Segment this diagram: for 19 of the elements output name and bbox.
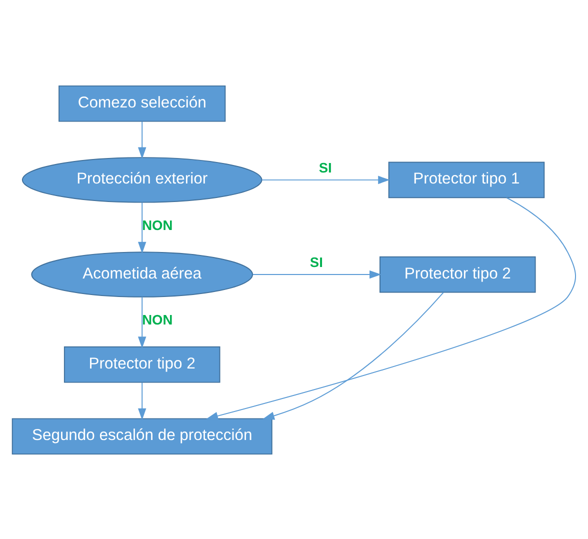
arrow [262, 291, 444, 420]
node-box: Protector tipo 2 [64, 346, 220, 382]
arrow [261, 175, 390, 184]
node-box: Protector tipo 1 [388, 161, 545, 198]
edge-label: NON [142, 312, 173, 328]
arrow [252, 270, 382, 278]
node-box: Protector tipo 2 [379, 256, 536, 292]
node-ellipse: Acometida aérea [31, 251, 254, 297]
arrow [206, 196, 576, 420]
node-box: Comezo selección [58, 84, 226, 122]
arrow [138, 296, 146, 348]
edge-label: SI [310, 254, 323, 270]
node-box: Segundo escalón de protección [12, 418, 272, 454]
edge-label: SI [318, 160, 332, 175]
arrow [138, 382, 146, 420]
node-ellipse: Protección exterior [22, 156, 262, 202]
arrow [138, 120, 146, 159]
arrow [138, 201, 146, 254]
edge-label: NON [142, 217, 173, 232]
